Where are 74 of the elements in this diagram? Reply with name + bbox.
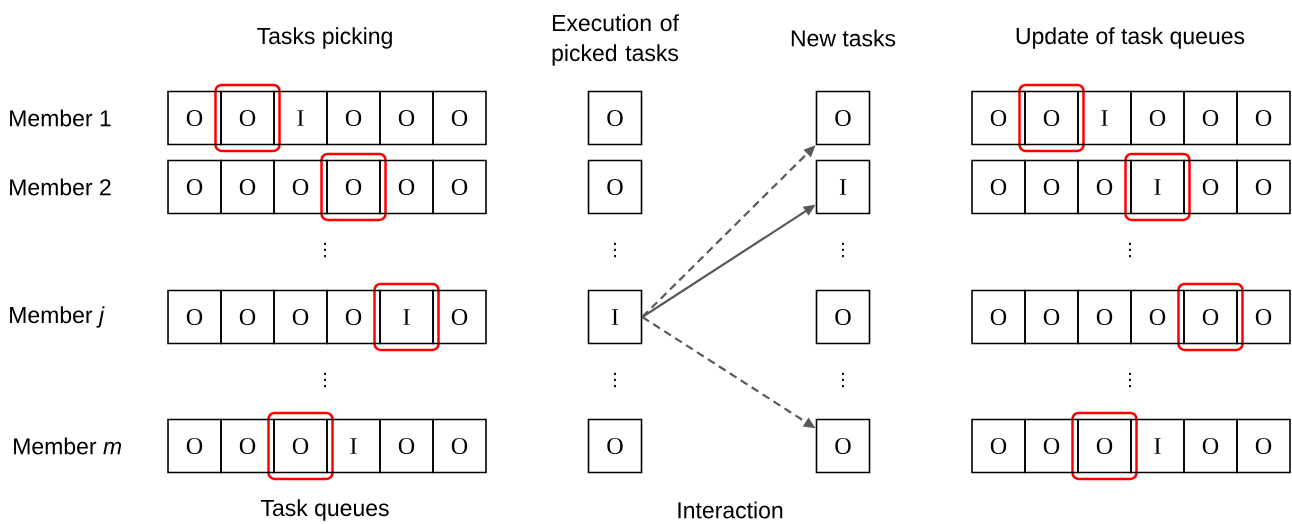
queue-cell: O	[971, 90, 1026, 146]
queue-cell: O	[1024, 418, 1079, 474]
queue-cell: I	[273, 90, 328, 146]
queue-cell: O	[1236, 418, 1291, 474]
vertical-dots: ⋮	[842, 372, 844, 388]
queue-cell: O	[1183, 90, 1238, 146]
vertical-dots: ⋮	[324, 372, 326, 388]
queue-cell: O	[379, 159, 434, 215]
executed-task-box: O	[587, 90, 643, 146]
queue-cell: O	[432, 418, 487, 474]
queue-cell: I	[1130, 418, 1185, 474]
queue-cell: I	[326, 418, 381, 474]
new-task-box: O	[815, 418, 871, 474]
queue-cell: O	[1236, 90, 1291, 146]
queue-cell: O	[1077, 418, 1132, 474]
queue-cell: O	[432, 289, 487, 345]
new-task-box: O	[815, 289, 871, 345]
queue-cell: I	[1077, 90, 1132, 146]
queue-cell: O	[432, 159, 487, 215]
queue-cell: O	[1024, 289, 1079, 345]
queue-cell: O	[971, 289, 1026, 345]
queue-cell: O	[167, 289, 222, 345]
queue-cell: O	[220, 418, 275, 474]
executed-task-box: O	[587, 159, 643, 215]
queue-cell: O	[1183, 159, 1238, 215]
queue-cell: O	[1236, 159, 1291, 215]
queue-cell: O	[167, 90, 222, 146]
queue-cell: O	[1130, 289, 1185, 345]
queue-cell: O	[220, 159, 275, 215]
queue-cell: O	[1183, 418, 1238, 474]
queue-cell: O	[1183, 289, 1238, 345]
queue-cell: O	[167, 159, 222, 215]
queue-cell: O	[326, 159, 381, 215]
vertical-dots: ⋮	[1129, 242, 1131, 258]
vertical-dots: ⋮	[614, 372, 616, 388]
queue-cell: O	[379, 418, 434, 474]
new-task-box: O	[815, 90, 871, 146]
queue-cell: O	[326, 289, 381, 345]
vertical-dots: ⋮	[324, 242, 326, 258]
queue-cell: O	[1077, 289, 1132, 345]
queue-cell: O	[1236, 289, 1291, 345]
queue-cell: O	[273, 289, 328, 345]
queue-cell: O	[220, 289, 275, 345]
queue-cell: O	[1024, 159, 1079, 215]
new-task-box: I	[815, 159, 871, 215]
member-label: Member j	[10, 306, 105, 328]
queue-cell: O	[432, 90, 487, 146]
queue-cell: O	[167, 418, 222, 474]
queue-cell: I	[1130, 159, 1185, 215]
column-heading: Interaction	[678, 501, 783, 519]
column-heading: New tasks	[791, 29, 896, 47]
column-heading: Update of task queues	[1016, 27, 1245, 49]
queue-cell: O	[1130, 90, 1185, 146]
executed-task-box: I	[587, 289, 643, 345]
vertical-dots: ⋮	[1129, 372, 1131, 388]
column-heading: Task queues	[260, 499, 389, 521]
queue-cell: O	[273, 159, 328, 215]
queue-cell: O	[1024, 90, 1079, 146]
queue-cell: O	[220, 90, 275, 146]
queue-cell: O	[379, 90, 434, 146]
member-label: Member 2	[10, 178, 111, 196]
member-label: Member 1	[10, 109, 111, 127]
column-heading: Tasks picking	[257, 27, 392, 49]
queue-cell: O	[971, 159, 1026, 215]
queue-cell: O	[971, 418, 1026, 474]
column-heading: Execution of picked tasks	[552, 14, 679, 66]
queue-cell: O	[273, 418, 328, 474]
vertical-dots: ⋮	[614, 242, 616, 258]
queue-cell: O	[1077, 159, 1132, 215]
member-label: Member m	[14, 437, 122, 455]
vertical-dots: ⋮	[842, 242, 844, 258]
queue-cell: O	[326, 90, 381, 146]
executed-task-box: O	[587, 418, 643, 474]
queue-cell: I	[379, 289, 434, 345]
